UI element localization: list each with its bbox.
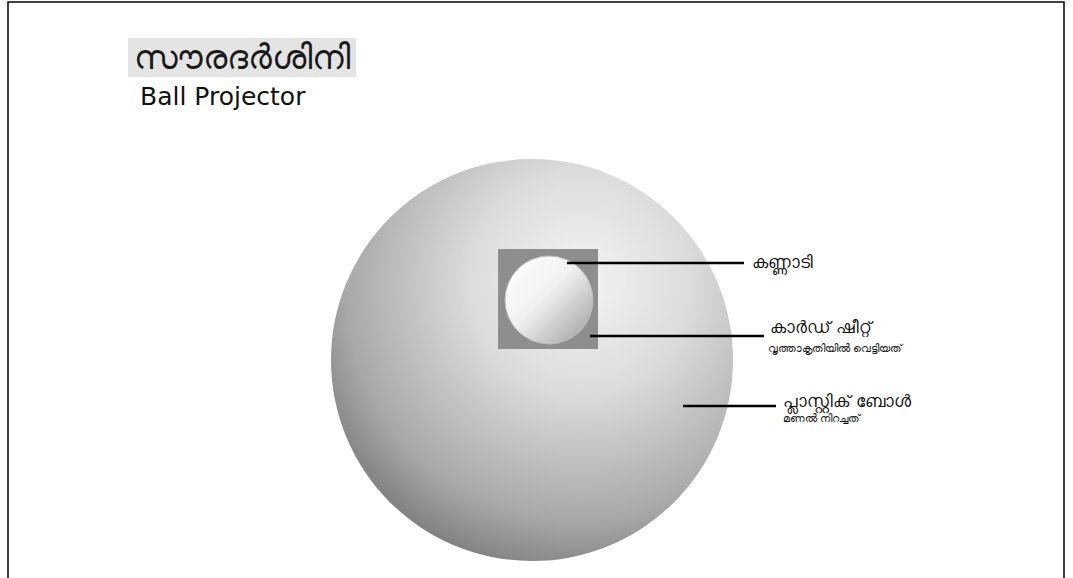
part-note: വൃത്താകൃതിയിൽ വെട്ടിയത് (768, 343, 903, 356)
leader-line (590, 335, 764, 338)
part-label: കാർഡ് ഷീറ്റ് (770, 318, 872, 338)
subtitle: Ball Projector (140, 83, 305, 112)
part-label: പ്ലാസ്റ്റിക് ബോൾ (783, 392, 911, 412)
part-label: കണ്ണാടി (752, 253, 813, 273)
frame (8, 2, 1064, 578)
leader-line (683, 405, 776, 408)
leader-line (567, 262, 744, 265)
mirror (505, 256, 593, 344)
plastic-ball (331, 159, 733, 561)
diagram-title: സൗരദർശിനി (128, 38, 356, 77)
part-note: മണൽ നിറച്ചത് (783, 413, 861, 426)
